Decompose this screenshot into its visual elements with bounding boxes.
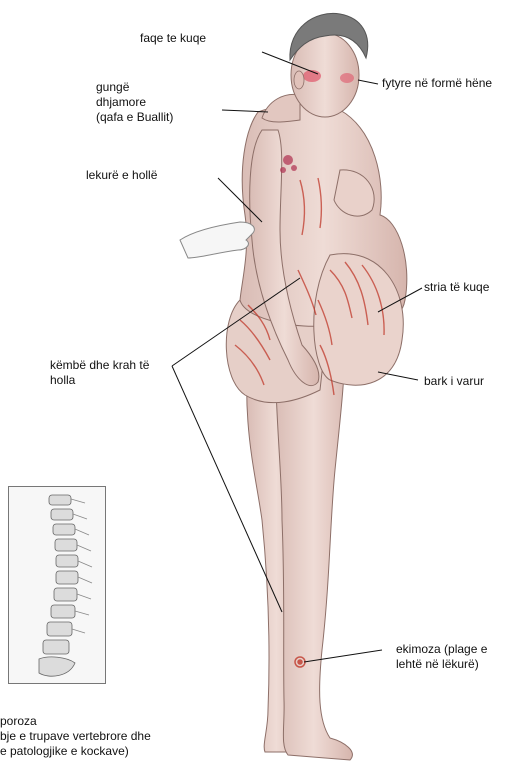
label-osteoporosis: poroza bje e trupave vertebrore dhe e pa… — [0, 714, 151, 759]
label-osteoporosis-line-2: bje e trupave vertebrore dhe — [0, 729, 151, 744]
ear — [294, 71, 304, 89]
buffalo-hump — [262, 94, 300, 122]
label-thin-limbs: këmbë dhe krah të holla — [50, 358, 149, 388]
label-buffalo-hump-line-1: gungë — [96, 80, 173, 95]
label-buffalo-hump: gungë dhjamore (qafa e Buallit) — [96, 80, 173, 125]
label-osteoporosis-line-1: poroza — [0, 714, 151, 729]
label-buffalo-hump-line-2: dhjamore — [96, 95, 173, 110]
label-thin-skin: lekurë e hollë — [86, 168, 157, 183]
spine-inset — [8, 486, 106, 684]
label-buffalo-hump-line-3: (qafa e Buallit) — [96, 110, 173, 125]
glove-hand — [180, 222, 254, 258]
label-ecchymosis-line-1: ekimoza (plage e — [396, 642, 487, 657]
label-ecchymosis: ekimoza (plage e lehtë në lëkurë) — [396, 642, 487, 672]
label-osteoporosis-line-3: e patologjike e kockave) — [0, 744, 151, 759]
label-ecchymosis-line-2: lehtë në lëkurë) — [396, 657, 487, 672]
red-cheek-right — [340, 73, 354, 83]
label-thin-limbs-line-2: holla — [50, 373, 149, 388]
label-red-cheeks: faqe te kuqe — [140, 31, 206, 46]
label-thin-limbs-line-1: këmbë dhe krah të — [50, 358, 149, 373]
label-moon-face: fytyre në formë hëne — [382, 76, 492, 91]
label-hanging-belly: bark i varur — [424, 374, 484, 389]
label-red-striae: stria të kuqe — [424, 280, 489, 295]
spine-icon — [9, 487, 105, 683]
